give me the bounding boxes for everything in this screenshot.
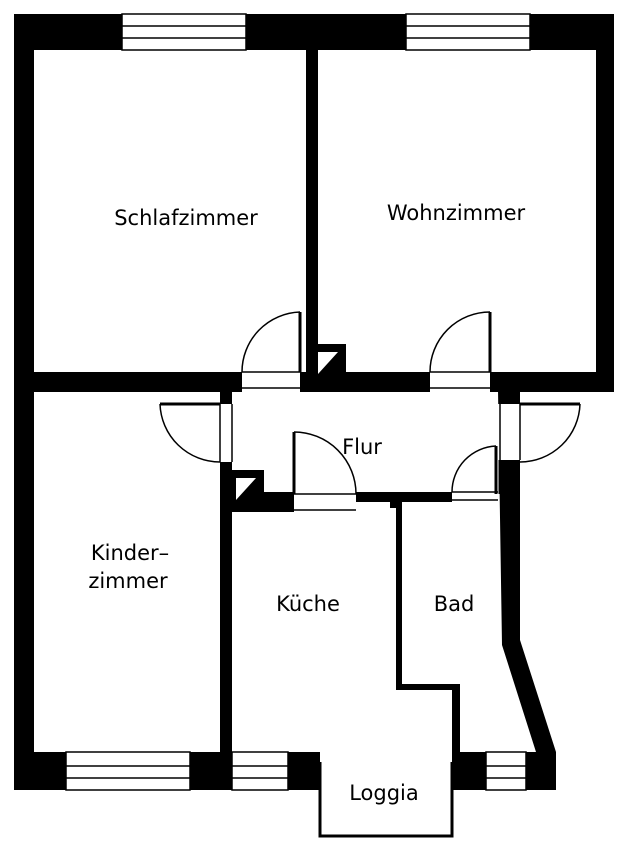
label-kueche: Küche [276,592,340,616]
label-kinderzimmer-line1: Kinder– [91,541,169,565]
loggia-outline [318,762,454,838]
inner-walls [14,14,614,762]
label-flur: Flur [342,435,382,459]
shafts [236,352,338,500]
label-schlafzimmer: Schlafzimmer [114,206,258,230]
door-schlafzimmer [241,311,302,392]
door-bad [451,445,498,504]
door-right [498,402,581,463]
label-bad: Bad [434,592,475,616]
door-kueche [292,431,357,512]
door-wohnzimmer [429,311,492,392]
label-loggia: Loggia [349,781,419,805]
label-wohnzimmer: Wohnzimmer [387,201,526,225]
doors [159,311,581,512]
room-labels: Schlafzimmer Wohnzimmer Flur Kinder– zim… [88,201,525,805]
flur-right-wall [228,392,502,494]
door-kinderzimmer [159,402,233,463]
windows [65,13,531,791]
label-kinderzimmer-line2: zimmer [88,569,168,593]
